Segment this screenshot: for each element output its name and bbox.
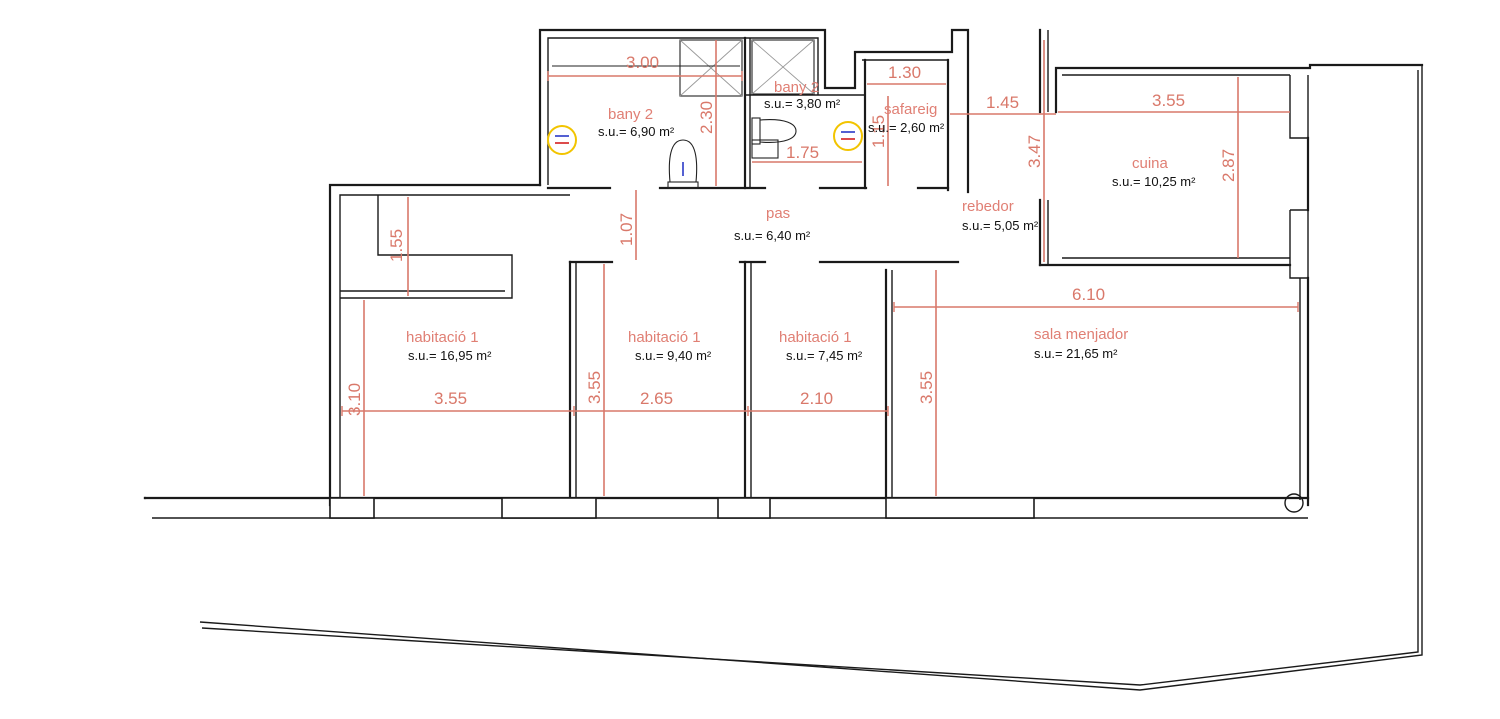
dim-closet-height: 1.55 — [387, 229, 406, 262]
room-area-hab2: s.u.= 9,40 m² — [635, 348, 712, 363]
room-area-sala: s.u.= 21,65 m² — [1034, 346, 1118, 361]
room-area-cuina: s.u.= 10,25 m² — [1112, 174, 1196, 189]
room-name-bany2-small: bany 2 — [774, 79, 819, 96]
room-name-cuina: cuina — [1132, 155, 1169, 172]
tap-icon — [833, 121, 863, 151]
dim-bany2-height: 2.30 — [697, 101, 716, 134]
room-name-hab2: habitació 1 — [628, 329, 701, 346]
dim-cuina-width: 3.55 — [1152, 91, 1185, 110]
dim-sala-height: 3.55 — [917, 371, 936, 404]
dim-rebedor-width: 1.45 — [986, 93, 1019, 112]
dim-bany2b-width: 1.75 — [786, 143, 819, 162]
dim-pas-width: 1.07 — [617, 213, 636, 246]
room-name-pas: pas — [766, 205, 790, 222]
room-name-bany2: bany 2 — [608, 106, 653, 123]
dim-hab1-width: 3.55 — [434, 389, 467, 408]
room-area-rebedor: s.u.= 5,05 m² — [962, 218, 1039, 233]
toilet-icon — [751, 117, 797, 145]
fixtures — [547, 39, 863, 189]
dim-hab3-width: 2.10 — [800, 389, 833, 408]
dim-hab2-height: 3.55 — [585, 371, 604, 404]
dim-rebedor-height: 3.47 — [1025, 135, 1044, 168]
room-area-safareig: s.u.= 2,60 m² — [868, 120, 945, 135]
room-area-bany2-small: s.u.= 3,80 m² — [764, 96, 841, 111]
toilet-icon — [667, 139, 699, 189]
room-name-rebedor: rebedor — [962, 198, 1014, 215]
room-name-sala: sala menjador — [1034, 326, 1128, 343]
dim-bany2-width: 3.00 — [626, 53, 659, 72]
room-labels: bany 2 s.u.= 6,90 m² bany 2 s.u.= 3,80 m… — [406, 79, 1196, 363]
walls — [143, 28, 1424, 691]
dimension-lines — [341, 40, 1299, 496]
dim-safareig-height: 1.15 — [869, 115, 888, 148]
dim-hab1-height: 3.10 — [345, 383, 364, 416]
dim-cuina-height: 2.87 — [1219, 149, 1238, 182]
dimension-labels: 3.00 2.30 1.75 1.30 1.15 1.45 3.47 3.55 … — [345, 53, 1238, 416]
room-name-safareig: safareig — [884, 101, 937, 118]
dim-sala-width: 6.10 — [1072, 285, 1105, 304]
room-area-hab1: s.u.= 16,95 m² — [408, 348, 492, 363]
room-area-bany2: s.u.= 6,90 m² — [598, 124, 675, 139]
room-name-hab1: habitació 1 — [406, 329, 479, 346]
tap-icon — [547, 125, 577, 155]
room-area-hab3: s.u.= 7,45 m² — [786, 348, 863, 363]
room-name-hab3: habitació 1 — [779, 329, 852, 346]
dim-safareig-width: 1.30 — [888, 63, 921, 82]
dim-hab2-width: 2.65 — [640, 389, 673, 408]
room-area-pas: s.u.= 6,40 m² — [734, 228, 811, 243]
